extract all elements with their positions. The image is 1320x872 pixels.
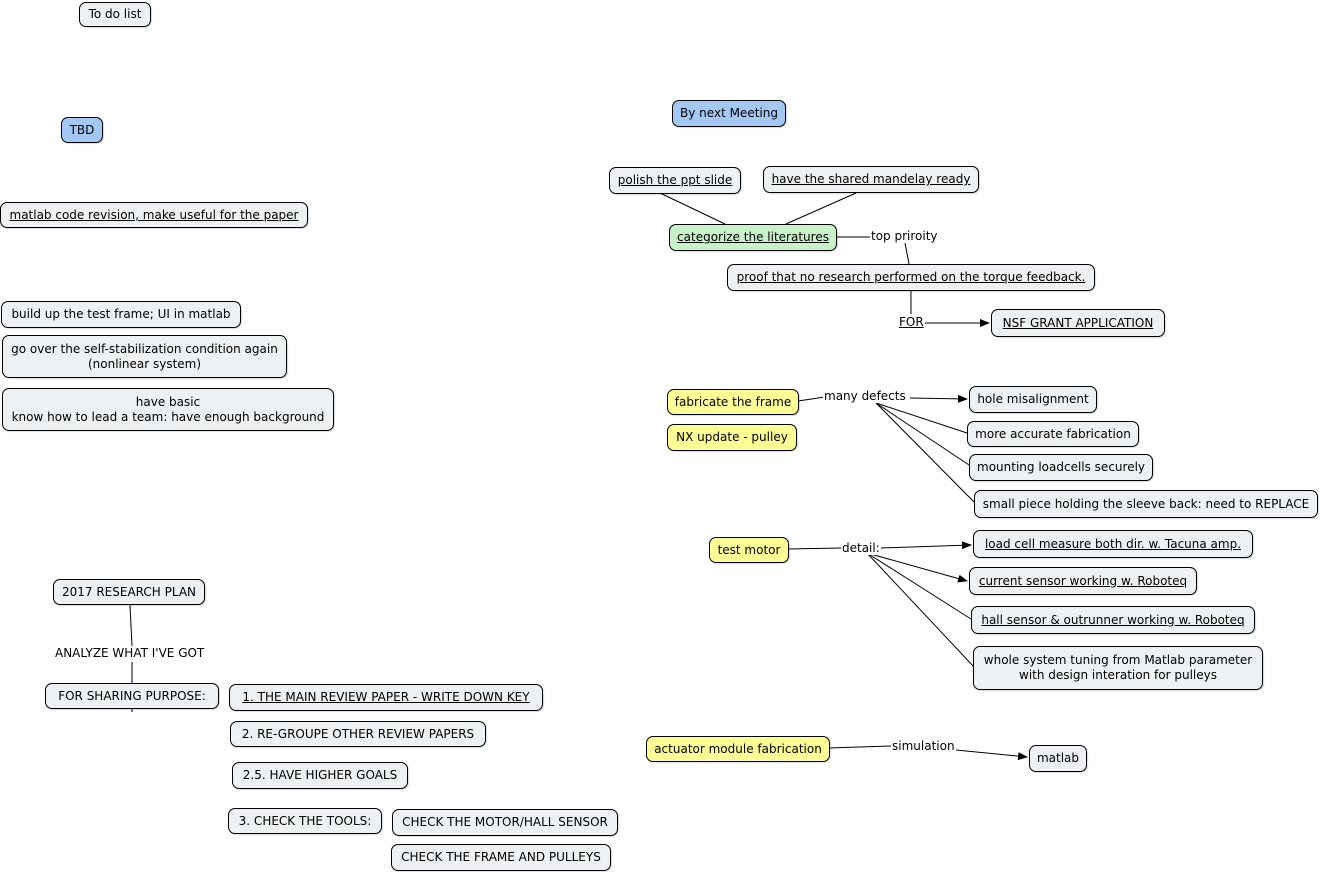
link-actuator-simulation bbox=[828, 745, 892, 749]
node-for-sharing-purpose[interactable]: FOR SHARING PURPOSE: bbox=[45, 683, 219, 709]
link-motor-detail bbox=[787, 547, 843, 550]
node-hall-sensor-outrunner[interactable]: hall sensor & outrunner working w. Robot… bbox=[971, 606, 1255, 634]
link-priority-proof bbox=[904, 242, 910, 265]
label-many-defects: many defects bbox=[823, 389, 907, 403]
link-defects-small bbox=[875, 402, 976, 504]
node-small-piece-sleeve[interactable]: small piece holding the sleeve back: nee… bbox=[974, 490, 1318, 518]
link-simulation-matlab bbox=[955, 749, 1028, 761]
link-plan-analyze bbox=[129, 604, 133, 647]
link-fabricate-defects bbox=[797, 396, 826, 402]
node-matlab[interactable]: matlab bbox=[1029, 745, 1087, 772]
node-self-stabilization[interactable]: go over the self-stabilization condition… bbox=[2, 335, 287, 378]
node-check-motor-hall[interactable]: CHECK THE MOTOR/HALL SENSOR bbox=[392, 809, 618, 836]
node-fabricate-frame[interactable]: fabricate the frame bbox=[667, 389, 799, 415]
link-defects-mounting bbox=[875, 402, 970, 466]
node-higher-goals[interactable]: 2.5. HAVE HIGHER GOALS bbox=[232, 762, 408, 789]
node-actuator-module-fabrication[interactable]: actuator module fabrication bbox=[646, 736, 830, 762]
node-load-cell-measure[interactable]: load cell measure both dir. w. Tacuna am… bbox=[973, 530, 1253, 558]
node-by-next-meeting[interactable]: By next Meeting bbox=[672, 100, 786, 127]
node-shared-mandelay[interactable]: have the shared mandelay ready bbox=[763, 166, 979, 193]
node-build-test-frame[interactable]: build up the test frame; UI in matlab bbox=[1, 301, 241, 328]
node-test-motor[interactable]: test motor bbox=[709, 537, 789, 563]
node-current-sensor[interactable]: current sensor working w. Roboteq bbox=[969, 567, 1197, 595]
node-nx-update-pulley[interactable]: NX update - pulley bbox=[667, 424, 797, 451]
node-mounting-loadcells[interactable]: mounting loadcells securely bbox=[969, 454, 1153, 481]
node-check-tools[interactable]: 3. CHECK THE TOOLS: bbox=[228, 808, 382, 834]
node-whole-system-tuning[interactable]: whole system tuning from Matlab paramete… bbox=[973, 646, 1263, 690]
link-mandelay-categorize bbox=[785, 192, 857, 225]
node-check-frame-pulleys[interactable]: CHECK THE FRAME AND PULLEYS bbox=[391, 844, 611, 871]
label-for: FOR bbox=[898, 315, 925, 329]
label-top-priority: top priroity bbox=[870, 229, 939, 243]
label-simulation: simulation bbox=[891, 739, 956, 753]
node-tbd[interactable]: TBD bbox=[61, 117, 103, 143]
link-defects-accurate bbox=[875, 402, 968, 434]
link-detail-hall bbox=[866, 552, 972, 620]
link-defects-hole bbox=[909, 394, 968, 403]
node-more-accurate-fabrication[interactable]: more accurate fabrication bbox=[967, 421, 1139, 447]
link-detail-tuning bbox=[866, 552, 975, 668]
node-regroupe-review-papers[interactable]: 2. RE-GROUPE OTHER REVIEW PAPERS bbox=[230, 721, 486, 747]
label-analyze: ANALYZE WHAT I'VE GOT bbox=[54, 646, 206, 660]
link-polish-categorize bbox=[659, 192, 726, 225]
node-have-basic[interactable]: have basic know how to lead a team: have… bbox=[2, 388, 334, 431]
node-proof-torque-feedback[interactable]: proof that no research performed on the … bbox=[727, 264, 1095, 291]
node-nsf-grant[interactable]: NSF GRANT APPLICATION bbox=[991, 309, 1165, 337]
node-2017-research-plan[interactable]: 2017 RESEARCH PLAN bbox=[53, 579, 205, 605]
node-polish-ppt[interactable]: polish the ppt slide bbox=[609, 167, 741, 194]
label-detail: detail: bbox=[841, 541, 881, 555]
node-main-review-paper[interactable]: 1. THE MAIN REVIEW PAPER - WRITE DOWN KE… bbox=[229, 684, 543, 711]
link-detail-loadcell bbox=[879, 541, 972, 550]
node-matlab-code-revision[interactable]: matlab code revision, make useful for th… bbox=[0, 202, 308, 228]
node-hole-misalignment[interactable]: hole misalignment bbox=[969, 386, 1097, 413]
node-to-do-list[interactable]: To do list bbox=[79, 2, 151, 27]
node-categorize-literatures[interactable]: categorize the literatures bbox=[669, 224, 837, 251]
link-detail-current bbox=[866, 552, 968, 583]
